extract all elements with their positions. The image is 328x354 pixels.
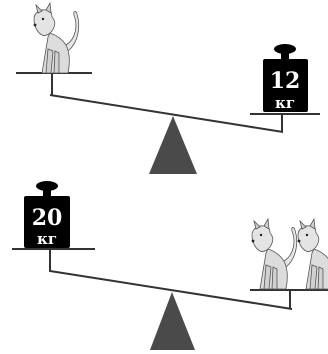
bottom-fulcrum — [150, 292, 195, 350]
dog-figure — [297, 218, 328, 290]
bottom-beam — [49, 270, 293, 310]
weight-12kg-value: 12 — [270, 68, 301, 94]
weight-12kg: 12 кг — [263, 44, 308, 112]
weight-20kg-unit: кг — [37, 230, 57, 248]
top-scale: 12 кг — [16, 2, 320, 174]
dog-figure — [33, 2, 80, 74]
top-fulcrum — [149, 116, 197, 174]
weight-20kg: 20 кг — [24, 181, 70, 248]
weight-20kg-value: 20 — [32, 205, 63, 231]
dog-figure — [251, 218, 298, 290]
top-beam — [49, 94, 284, 133]
weight-12kg-unit: кг — [275, 94, 295, 112]
bottom-scale: 20 кг — [12, 181, 328, 350]
